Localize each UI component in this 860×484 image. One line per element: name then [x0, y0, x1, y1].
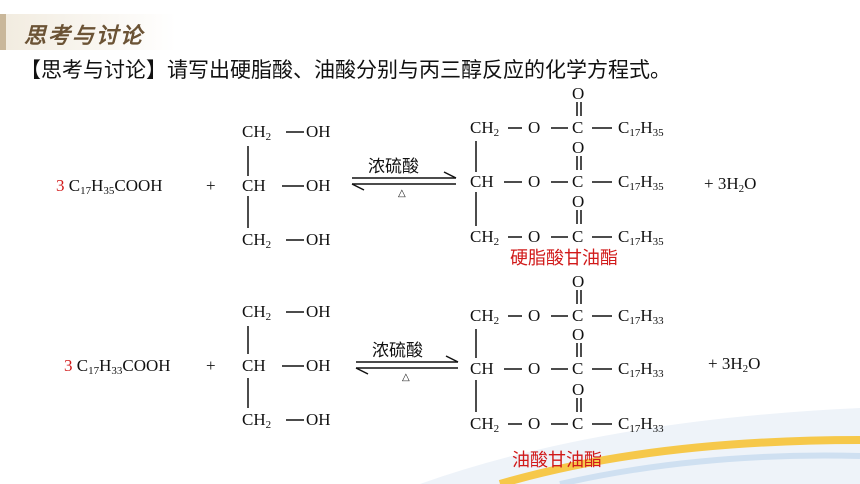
reaction1-reactant-acid: 3 C17H35COOH [56, 176, 163, 197]
reaction1-ester-ch2-top: CH2 [470, 118, 500, 139]
reaction2-carbonyl-o: O [572, 272, 585, 291]
reaction2-carbonyl-o: O [572, 380, 585, 399]
reaction1-ester-c: C [572, 118, 584, 137]
reaction2-glycerol-ch: CH [242, 356, 266, 375]
reaction1-catalyst: 浓硫酸 [368, 157, 419, 177]
reaction1-heat-symbol: △ [398, 188, 406, 199]
reaction2-product-name: 油酸甘油酯 [512, 450, 602, 471]
reaction2-chain-top: C17H33 [618, 306, 664, 327]
reaction2-reactant-acid: 3 C17H33COOH [64, 356, 171, 377]
header-background [6, 14, 176, 50]
reaction1-product-name: 硬脂酸甘油酯 [510, 248, 618, 269]
reaction1-ester-o: O [528, 227, 541, 246]
reaction1-ester-ch: CH [470, 172, 494, 191]
reaction1-carbonyl-o: O [572, 84, 585, 103]
section-title: 思考与讨论 [24, 23, 145, 49]
reaction1-ester-o: O [528, 118, 541, 137]
reaction2-ester-c: C [572, 306, 584, 325]
reaction1-plus: + [206, 176, 216, 195]
reaction2-chain-mid: C17H33 [618, 359, 664, 380]
reaction1-carbonyl-o: O [572, 138, 585, 157]
reaction2-glycerol-ch2-top: CH2 [242, 302, 272, 323]
reaction2-carbonyl-o: O [572, 325, 585, 344]
reaction1-glycerol-oh-top: OH [306, 122, 331, 141]
reaction1-chain-mid: C17H35 [618, 172, 664, 193]
reaction2-ester-ch2-bottom: CH2 [470, 414, 500, 435]
reaction2-ester-o: O [528, 306, 541, 325]
reaction1-carbonyl-o: O [572, 192, 585, 211]
reaction2-ester-c: C [572, 414, 584, 433]
reaction2-ester-c: C [572, 359, 584, 378]
reaction2-ester-o: O [528, 359, 541, 378]
reaction2-product-water: + 3H2O [708, 354, 761, 375]
reaction2-glycerol-oh-mid: OH [306, 356, 331, 375]
reaction1-product-water: + 3H2O [704, 174, 757, 195]
reaction2-glycerol-ch2-bottom: CH2 [242, 410, 272, 431]
header-accent-bar [0, 14, 6, 50]
reaction1-ester-o: O [528, 172, 541, 191]
reaction1-chain-bottom: C17H35 [618, 227, 664, 248]
reaction2-chain-bottom: C17H33 [618, 414, 664, 435]
reaction2-ester-o: O [528, 414, 541, 433]
reaction2-catalyst: 浓硫酸 [372, 341, 423, 361]
reaction1-glycerol-ch2-bottom: CH2 [242, 230, 272, 251]
reaction2-ester-ch2-top: CH2 [470, 306, 500, 327]
reaction1-chain-top: C17H35 [618, 118, 664, 139]
reaction1-glycerol-ch2-top: CH2 [242, 122, 272, 143]
reaction1-glycerol-oh-bottom: OH [306, 230, 331, 249]
reaction1-ester-ch2-bottom: CH2 [470, 227, 500, 248]
reaction1-ester-c: C [572, 227, 584, 246]
reaction1-glycerol-ch: CH [242, 176, 266, 195]
reaction2-glycerol-oh-bottom: OH [306, 410, 331, 429]
question-text: 【思考与讨论】请写出硬脂酸、油酸分别与丙三醇反应的化学方程式。 [20, 58, 671, 82]
reaction2-glycerol-oh-top: OH [306, 302, 331, 321]
reaction1-ester-c: C [572, 172, 584, 191]
reaction2-heat-symbol: △ [402, 372, 410, 383]
reaction2-ester-ch: CH [470, 359, 494, 378]
reaction1-glycerol-oh-mid: OH [306, 176, 331, 195]
reaction2-plus: + [206, 356, 216, 375]
